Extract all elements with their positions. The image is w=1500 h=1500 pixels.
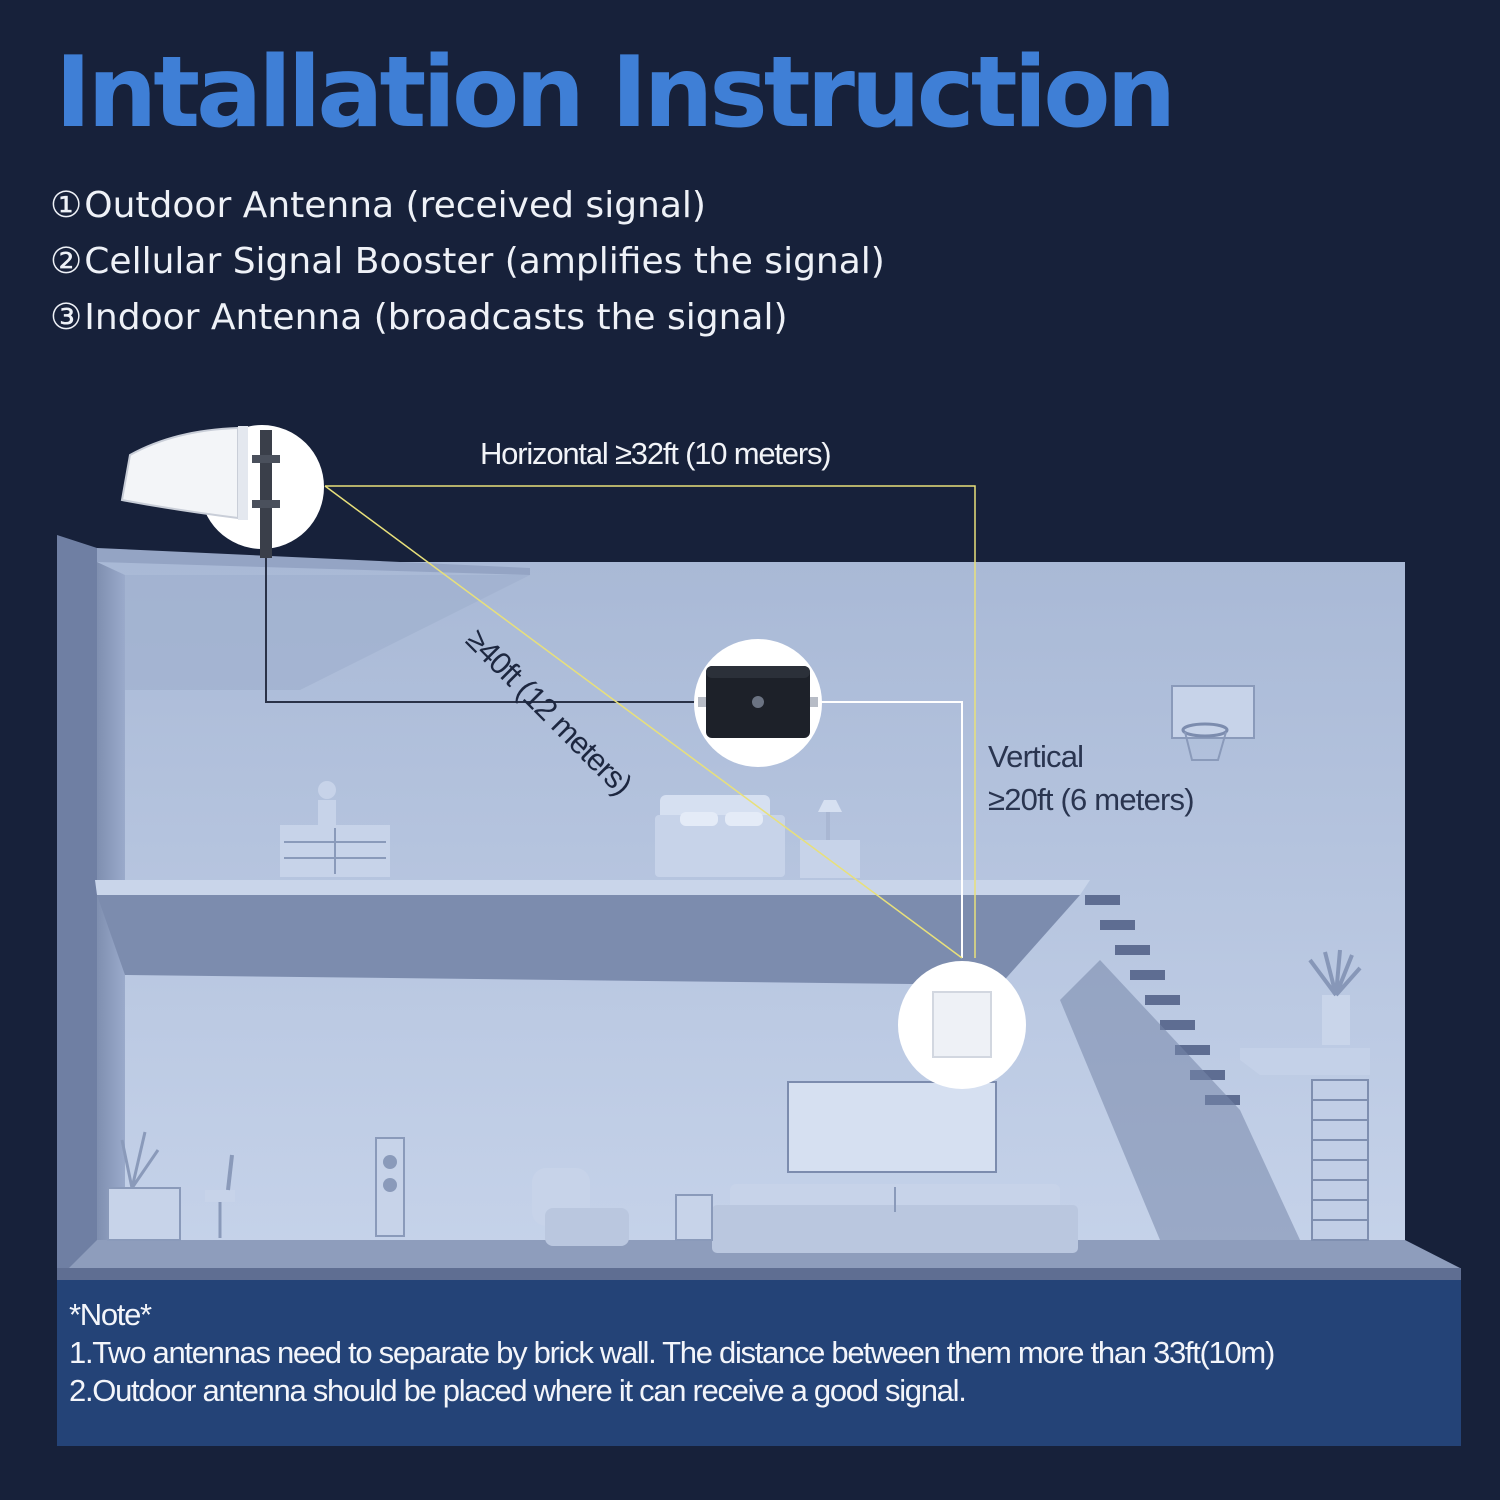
note-line-1: 1.Two antennas need to separate by brick… <box>69 1334 1461 1372</box>
vertical-label-line1: Vertical <box>988 735 1194 778</box>
landing <box>1240 1048 1370 1075</box>
note-panel: *Note* 1.Two antennas need to separate b… <box>57 1280 1461 1446</box>
upper-floor-slab <box>95 880 1090 895</box>
tv-screen <box>788 1082 996 1172</box>
vertical-label-line2: ≥20ft (6 meters) <box>988 778 1194 821</box>
side-table <box>676 1195 712 1240</box>
bed <box>655 795 785 877</box>
vertical-distance-label: Vertical ≥20ft (6 meters) <box>988 735 1194 821</box>
outdoor-antenna <box>122 425 324 558</box>
floor-edge <box>57 1268 1461 1280</box>
signal-booster <box>694 639 822 767</box>
note-heading: *Note* <box>69 1296 1461 1334</box>
horizontal-distance-label: Horizontal ≥32ft (10 meters) <box>480 436 830 472</box>
brick-column <box>1312 1080 1368 1240</box>
floor-speaker <box>376 1138 404 1236</box>
note-line-2: 2.Outdoor antenna should be placed where… <box>69 1372 1461 1410</box>
sofa <box>712 1184 1078 1253</box>
left-outer-wall <box>57 535 97 1280</box>
indoor-antenna <box>898 961 1026 1089</box>
